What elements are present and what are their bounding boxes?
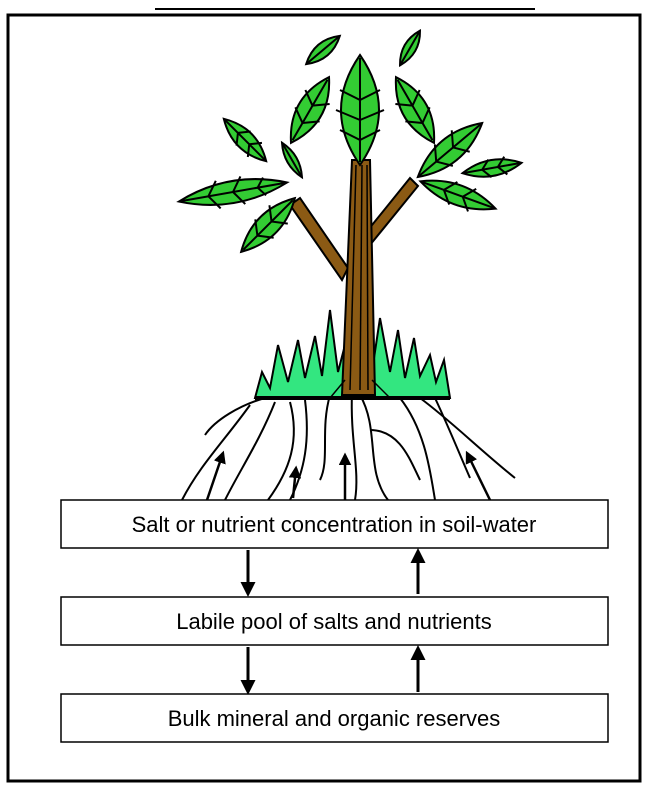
leaf (239, 196, 297, 254)
leaves (176, 28, 524, 254)
branches (288, 176, 420, 282)
leaf (416, 121, 484, 179)
root-uptake-arrows (205, 450, 492, 501)
leaf (280, 140, 304, 180)
leaf (394, 75, 436, 145)
leaf (222, 117, 268, 163)
labile-to-bulk-arrows (240, 645, 426, 695)
leaf (289, 75, 331, 145)
labile-pool-box: Labile pool of salts and nutrients (60, 596, 609, 646)
leaf (398, 28, 422, 68)
leaf (418, 179, 498, 212)
bulk-reserves-box: Bulk mineral and organic reserves (60, 693, 609, 743)
labile-pool-label: Labile pool of salts and nutrients (176, 609, 492, 634)
bulk-reserves-label: Bulk mineral and organic reserves (168, 706, 501, 731)
leaf (335, 53, 385, 167)
soil-water-label: Salt or nutrient concentration in soil-w… (132, 512, 537, 537)
leaf (176, 176, 290, 210)
trunk (329, 159, 391, 399)
leaf (460, 156, 524, 178)
soil-water-to-labile-arrows (240, 548, 426, 597)
leaf (304, 34, 342, 66)
soil-water-box: Salt or nutrient concentration in soil-w… (60, 499, 609, 549)
